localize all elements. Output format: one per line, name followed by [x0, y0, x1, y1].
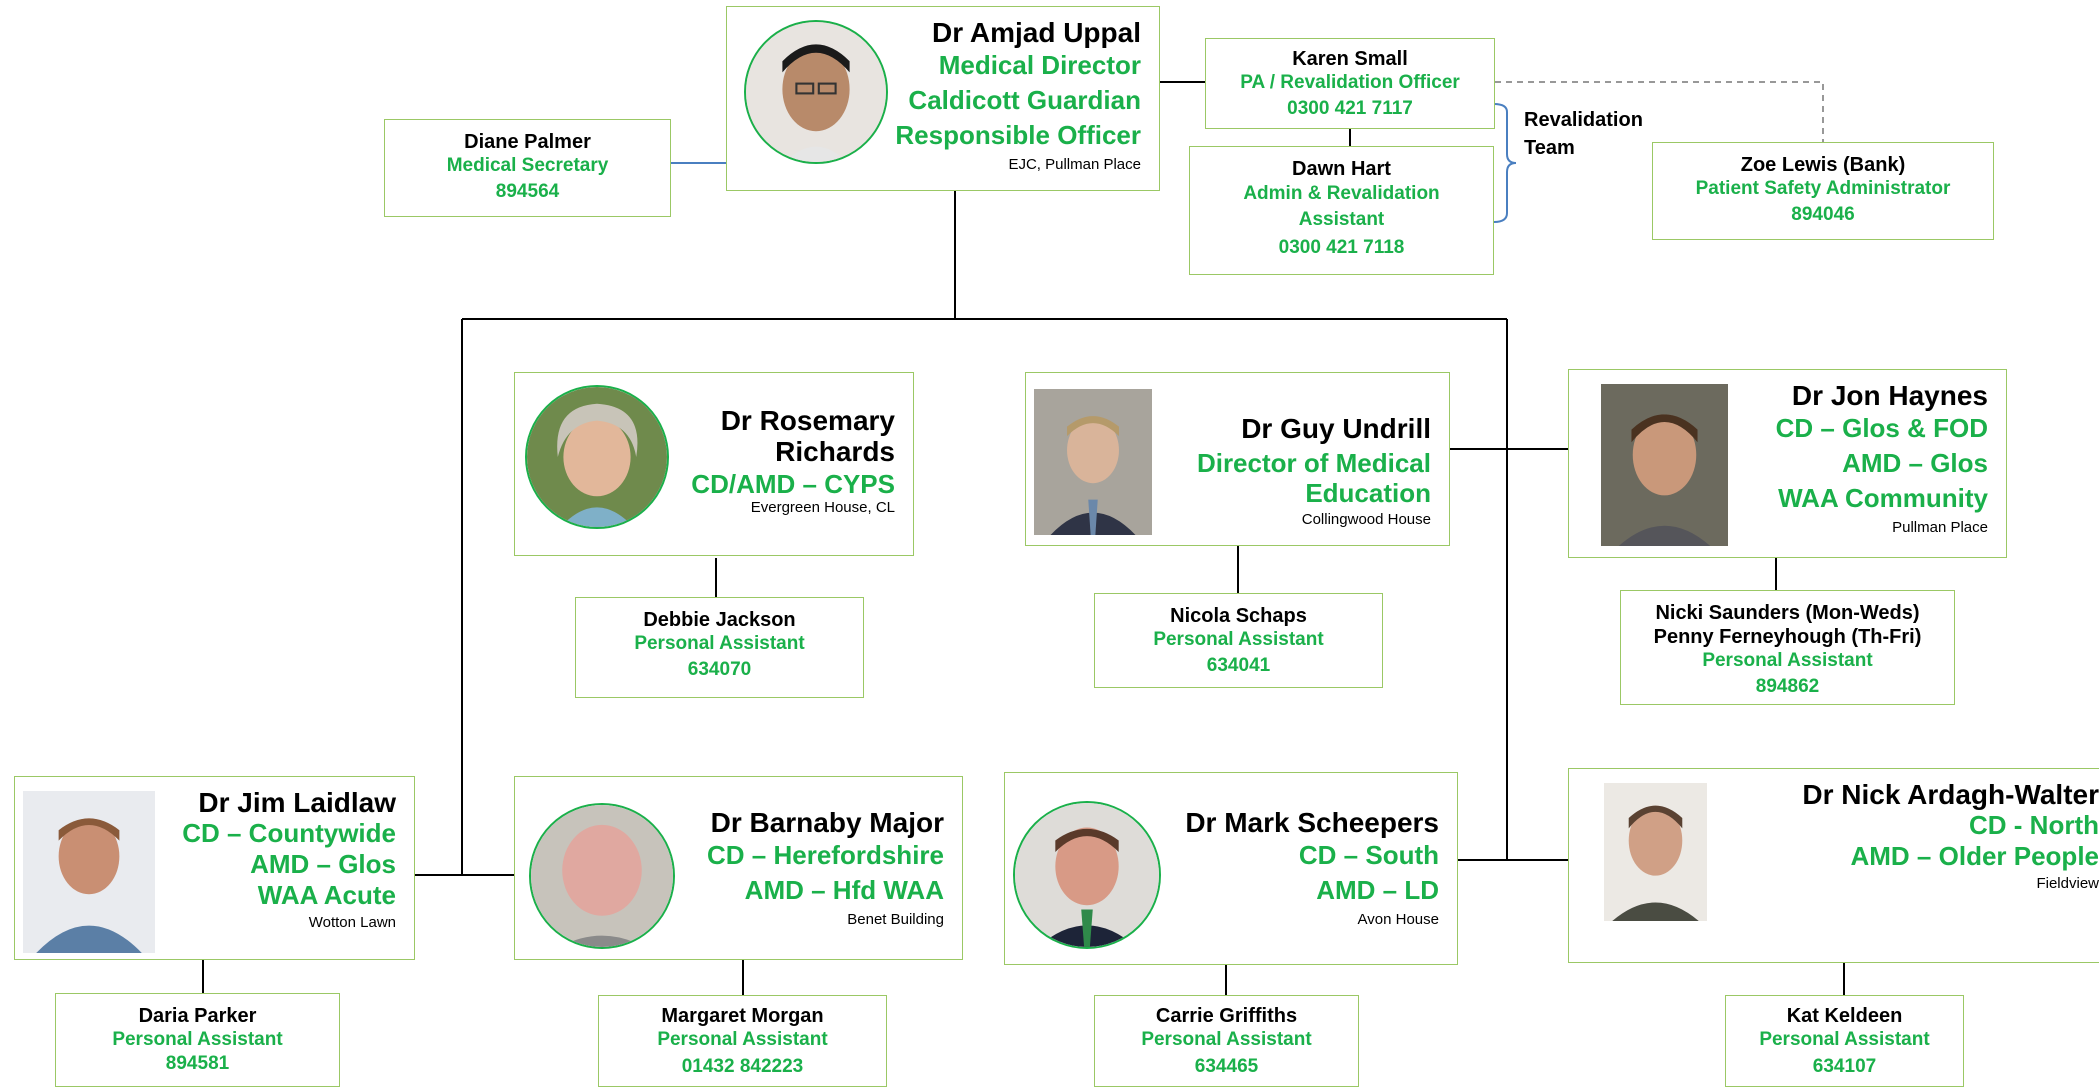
role-title: Personal Assistant	[1141, 1029, 1312, 1050]
portrait-photo	[744, 20, 888, 164]
phone-number: 0300 421 7118	[1278, 237, 1405, 258]
role-title: Responsible Officer	[895, 120, 1141, 150]
person-name: Dr Rosemary Richards	[720, 405, 895, 467]
phone-number: 634041	[1206, 655, 1271, 676]
location: Fieldview	[2036, 875, 2099, 892]
portrait-photo	[1013, 801, 1161, 949]
person-name: Carrie Griffiths	[1155, 1005, 1298, 1027]
staff-card: Nicki Saunders (Mon-Weds) Penny Ferneyho…	[1620, 590, 1955, 705]
clinical-director-card: Dr Jon Haynes CD – Glos & FOD AMD – Glos…	[1568, 369, 2007, 558]
role-title: Personal Assistant	[657, 1029, 828, 1050]
portrait-photo	[23, 791, 155, 953]
portrait-photo	[1604, 783, 1707, 921]
person-name: Dr Mark Scheepers	[1185, 807, 1439, 838]
role-title: Director of Medical Education	[1196, 448, 1431, 508]
role-title: WAA Acute	[257, 880, 396, 910]
person-name: Kat Keldeen	[1786, 1005, 1903, 1027]
role-title: Admin & Revalidation Assistant	[1243, 183, 1440, 230]
clinical-director-card: Dr Barnaby Major CD – Herefordshire AMD …	[514, 776, 963, 960]
person-name: Nicki Saunders (Mon-Weds)	[1655, 602, 1920, 624]
revalidation-team-label: Revalidation Team	[1524, 109, 1643, 159]
person-name: Diane Palmer	[464, 131, 591, 153]
role-title: AMD – Glos	[250, 849, 396, 879]
role-title: Medical Director	[938, 50, 1141, 80]
portrait-photo	[529, 803, 675, 949]
phone-number: 894581	[165, 1053, 230, 1074]
role-title: Caldicott Guardian	[908, 85, 1141, 115]
role-title: CD – Herefordshire	[707, 840, 944, 870]
role-title: Personal Assistant	[1702, 650, 1873, 671]
location: Evergreen House, CL	[750, 499, 895, 516]
staff-card: Daria Parker Personal Assistant 894581	[55, 993, 340, 1087]
staff-card: Debbie Jackson Personal Assistant 634070	[575, 597, 864, 698]
person-name: Dr Guy Undrill	[1241, 413, 1431, 444]
location: Avon House	[1357, 911, 1439, 928]
phone-number: 894564	[495, 181, 560, 202]
clinical-director-card: Dr Nick Ardagh-Walter CD - North AMD – O…	[1568, 768, 2099, 963]
phone-number: 01432 842223	[681, 1056, 804, 1077]
staff-card: Karen Small PA / Revalidation Officer 03…	[1205, 38, 1495, 129]
role-title: AMD – Hfd WAA	[744, 875, 944, 905]
staff-card: Kat Keldeen Personal Assistant 634107	[1725, 995, 1964, 1087]
role-title: Personal Assistant	[1759, 1029, 1930, 1050]
role-title: CD/AMD – CYPS	[691, 469, 895, 499]
location: Benet Building	[847, 911, 944, 928]
person-name: Daria Parker	[138, 1005, 257, 1027]
location: EJC, Pullman Place	[1008, 156, 1141, 173]
role-title: Personal Assistant	[634, 633, 805, 654]
clinical-director-card: Dr Jim Laidlaw CD – Countywide AMD – Glo…	[14, 776, 415, 960]
person-name: Dr Amjad Uppal	[932, 17, 1141, 48]
director-education-card: Dr Guy Undrill Director of Medical Educa…	[1025, 372, 1450, 546]
person-name: Margaret Morgan	[661, 1005, 824, 1027]
staff-card: Margaret Morgan Personal Assistant 01432…	[598, 995, 887, 1087]
role-title: Patient Safety Administrator	[1695, 178, 1951, 199]
phone-number: 894862	[1755, 676, 1820, 697]
location: Collingwood House	[1301, 511, 1431, 528]
person-name: Dr Nick Ardagh-Walter	[1802, 779, 2099, 810]
role-title: Personal Assistant	[1153, 629, 1324, 650]
staff-card: Carrie Griffiths Personal Assistant 6344…	[1094, 995, 1359, 1087]
person-name: Dr Jon Haynes	[1791, 380, 1988, 411]
role-title: Medical Secretary	[446, 155, 609, 176]
role-title: CD - North	[1969, 810, 2099, 840]
person-name: Dr Jim Laidlaw	[198, 787, 396, 818]
person-name: Penny Ferneyhough (Th-Fri)	[1653, 626, 1922, 648]
person-name: Zoe Lewis (Bank)	[1740, 154, 1906, 176]
clinical-director-card: Dr Mark Scheepers CD – South AMD – LD Av…	[1004, 772, 1458, 965]
phone-number: 634107	[1812, 1056, 1877, 1077]
person-name: Dr Barnaby Major	[710, 807, 944, 838]
role-title: WAA Community	[1778, 483, 1988, 513]
role-title: CD – Countywide	[182, 818, 396, 848]
role-title: AMD – Glos	[1842, 448, 1988, 478]
portrait-photo	[1034, 389, 1152, 535]
person-name: Dawn Hart	[1292, 158, 1391, 180]
person-name: Nicola Schaps	[1170, 605, 1307, 627]
role-title: Personal Assistant	[112, 1029, 283, 1050]
phone-number: 634465	[1194, 1056, 1259, 1077]
location: Pullman Place	[1892, 519, 1988, 536]
clinical-director-card: Dr Rosemary Richards CD/AMD – CYPS Everg…	[514, 372, 914, 556]
location: Wotton Lawn	[308, 914, 396, 931]
role-title: AMD – Older People	[1850, 841, 2099, 871]
role-title: CD – Glos & FOD	[1775, 413, 1988, 443]
role-title: CD – South	[1298, 840, 1439, 870]
medical-director-card: Dr Amjad Uppal Medical Director Caldicot…	[726, 6, 1160, 191]
staff-card: Dawn Hart Admin & Revalidation Assistant…	[1189, 146, 1494, 275]
phone-number: 0300 421 7117	[1287, 98, 1413, 119]
portrait-photo	[1601, 384, 1728, 546]
portrait-photo	[525, 385, 669, 529]
staff-card: Diane Palmer Medical Secretary 894564	[384, 119, 671, 217]
staff-card: Nicola Schaps Personal Assistant 634041	[1094, 593, 1383, 688]
role-title: AMD – LD	[1316, 875, 1439, 905]
staff-card: Zoe Lewis (Bank) Patient Safety Administ…	[1652, 142, 1994, 240]
phone-number: 634070	[687, 659, 752, 680]
person-name: Debbie Jackson	[643, 609, 796, 631]
phone-number: 894046	[1791, 204, 1855, 225]
role-title: PA / Revalidation Officer	[1240, 72, 1460, 93]
person-name: Karen Small	[1292, 48, 1408, 70]
